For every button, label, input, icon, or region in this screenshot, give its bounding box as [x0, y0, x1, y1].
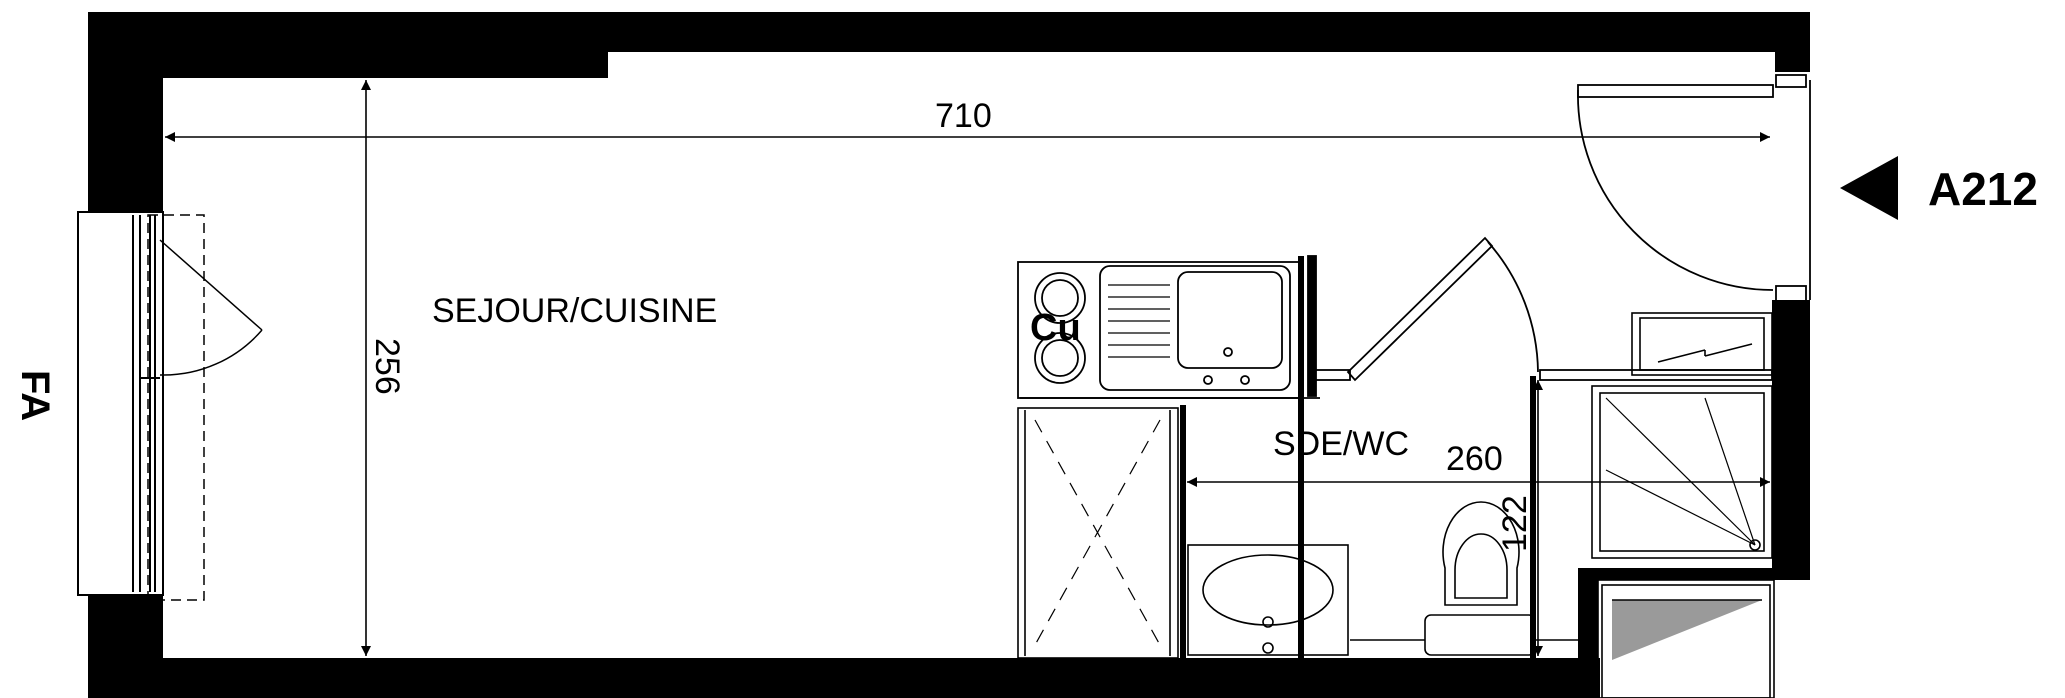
- storage-closet: [1597, 579, 1775, 698]
- washbasin: [1187, 544, 1349, 656]
- water-heater: [1631, 312, 1773, 376]
- hob-ring-1: [1034, 272, 1086, 324]
- toilet: [1350, 501, 1578, 656]
- dimension-lines: [165, 80, 1770, 656]
- storage-wall-top: [1578, 568, 1810, 580]
- shower: [1591, 385, 1773, 559]
- cupboard: [1017, 407, 1179, 659]
- sink: [1099, 265, 1291, 391]
- facade-label: FA: [13, 370, 57, 421]
- dim-label-living-width: 256: [368, 338, 406, 395]
- dim-label-bath-width: 122: [1496, 495, 1534, 552]
- entrance-arrow-icon: [1840, 156, 1898, 220]
- partition-bath-left: [1180, 405, 1186, 658]
- dim-label-bath-length: 260: [1446, 440, 1503, 478]
- dim-label-living-length: 710: [935, 97, 992, 135]
- storage-triangle: [1612, 600, 1762, 660]
- right-wall-middle: [1772, 300, 1810, 575]
- appliance-label: Cu: [1030, 307, 1081, 349]
- left-wall-upper: [88, 12, 163, 212]
- room-label-living: SEJOUR/CUISINE: [432, 292, 717, 330]
- room-label-bathroom: SDE/WC: [1273, 425, 1409, 463]
- walls: [88, 12, 1810, 698]
- partition-vertical: [1298, 256, 1304, 658]
- bathroom-door: [1309, 236, 1773, 382]
- hob-ring-2: [1034, 332, 1086, 384]
- unit-id: A212: [1928, 163, 2038, 215]
- window: [77, 211, 263, 601]
- bottom-wall: [88, 658, 1600, 698]
- storage-wall-left: [1578, 568, 1598, 698]
- entrance-door: [1577, 74, 1811, 303]
- top-wall-left: [88, 12, 608, 78]
- kitchenette: [1017, 255, 1320, 399]
- right-wall-top: [1775, 12, 1810, 72]
- top-wall-right: [600, 12, 1810, 52]
